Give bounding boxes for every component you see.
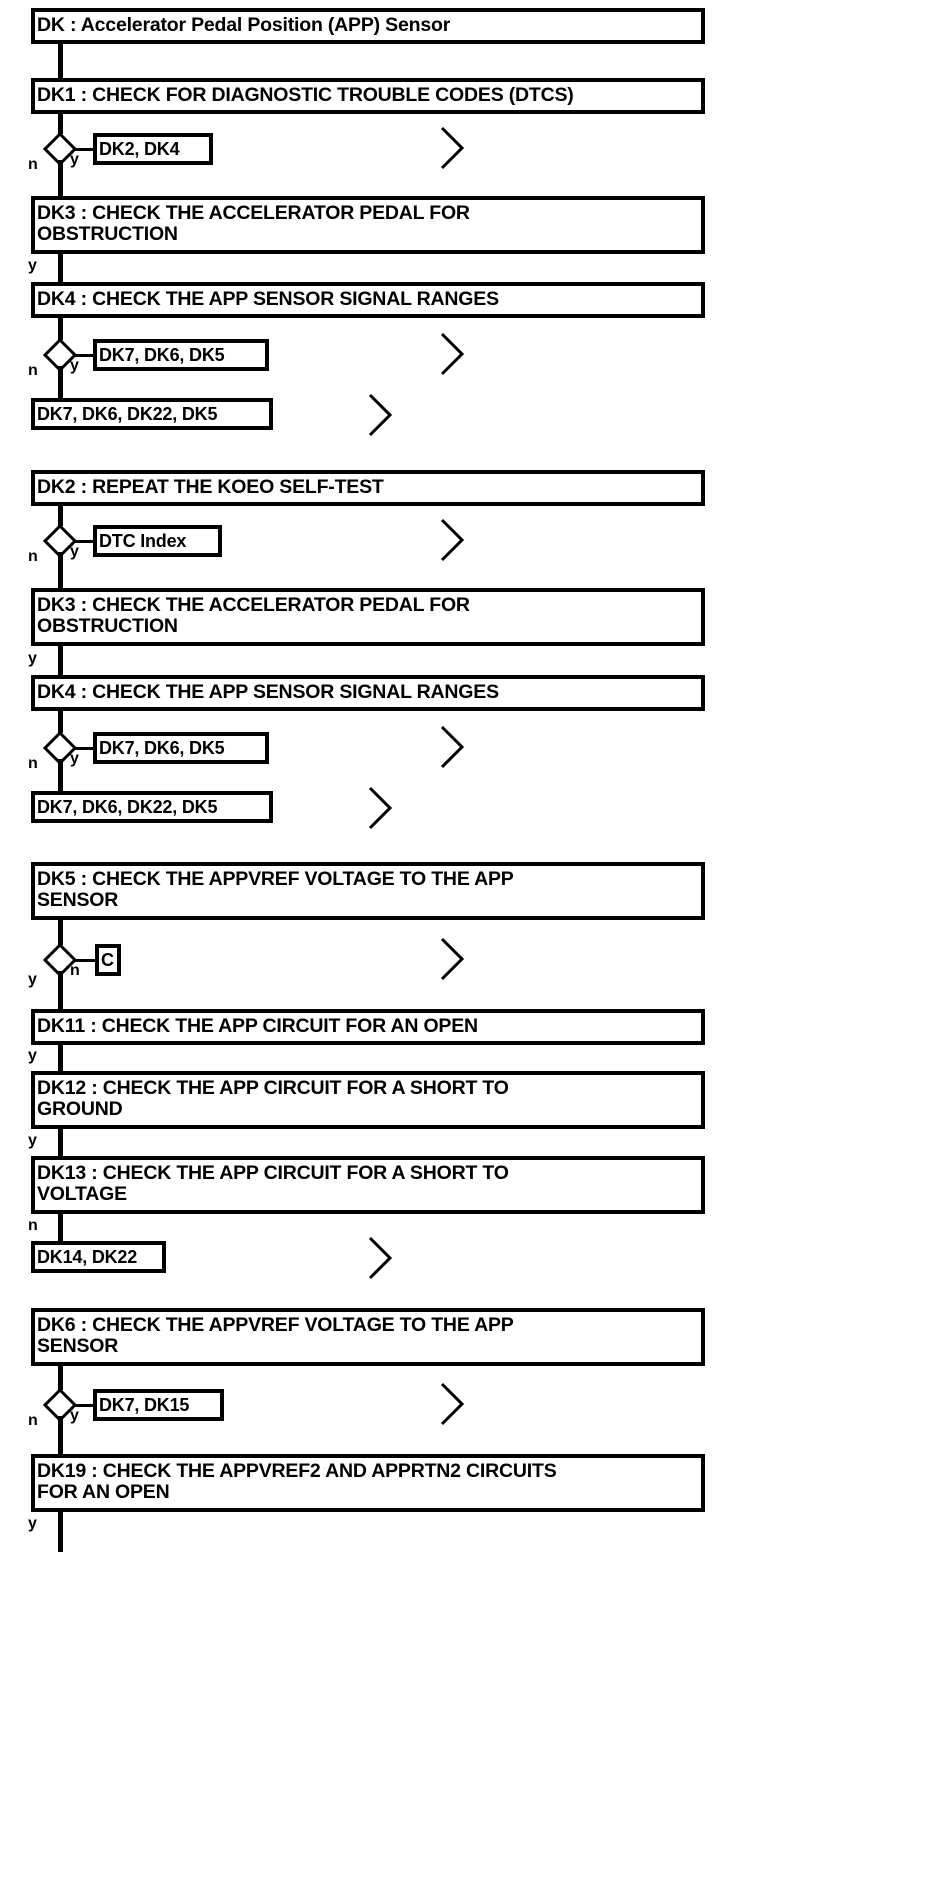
ref-label-dk2-dk4: DK2, DK4 [99, 139, 180, 159]
offpage-chevron-1 [434, 125, 470, 171]
step-box-dk1: DK1 : CHECK FOR DIAGNOSTIC TROUBLE CODES… [31, 78, 705, 114]
connector-dk4b-yes [75, 747, 95, 750]
offpage-chevron-6 [362, 785, 398, 831]
connector-dk5-decision [58, 920, 63, 945]
step-label-dk11: DK11 : CHECK THE APP CIRCUIT FOR AN OPEN [37, 1015, 478, 1037]
edge-label-dk2-yes: y [70, 543, 79, 560]
connector-dk5-no [75, 959, 97, 962]
edge-label-dk3b-yes: y [28, 650, 37, 667]
connector-dk6-yes [75, 1404, 95, 1407]
edge-label-dk4a-yes: y [70, 357, 79, 374]
edge-label-dk11-yes: y [28, 1047, 37, 1064]
edge-label-dk19-yes: y [28, 1515, 37, 1532]
ref-box-dk7-dk6-dk5-b: DK7, DK6, DK5 [93, 732, 269, 764]
step-label-dk3-a: DK3 : CHECK THE ACCELERATOR PEDAL FOR OB… [37, 202, 470, 245]
step-label-dk5: DK5 : CHECK THE APPVREF VOLTAGE TO THE A… [37, 868, 514, 911]
ref-label-dk7-dk15: DK7, DK15 [99, 1395, 190, 1415]
step-box-dk19: DK19 : CHECK THE APPVREF2 AND APPRTN2 CI… [31, 1454, 705, 1512]
edge-label-dk5-yes: y [28, 971, 37, 988]
connector-title-dk1 [58, 44, 63, 78]
offpage-chevron-5 [434, 724, 470, 770]
step-label-dk19: DK19 : CHECK THE APPVREF2 AND APPRTN2 CI… [37, 1460, 557, 1503]
connector-dk4a-decision [58, 318, 63, 340]
ref-label-dk7-dk6-dk5-a: DK7, DK6, DK5 [99, 345, 225, 365]
ref-label-c: C [101, 950, 114, 970]
connector-dk4a-no [58, 366, 63, 400]
ref-label-dk14-dk22: DK14, DK22 [37, 1247, 138, 1267]
step-box-dk13: DK13 : CHECK THE APP CIRCUIT FOR A SHORT… [31, 1156, 705, 1214]
connector-dk19-out [58, 1512, 63, 1552]
step-box-dk4-a: DK4 : CHECK THE APP SENSOR SIGNAL RANGES [31, 282, 705, 318]
ref-label-dk7-dk6-dk22-dk5-a: DK7, DK6, DK22, DK5 [37, 404, 218, 424]
edge-label-dk6-no: n [28, 1412, 38, 1429]
connector-dk4a-yes [75, 354, 95, 357]
step-label-dk2: DK2 : REPEAT THE KOEO SELF-TEST [37, 476, 384, 498]
connector-dk3a-dk4a [58, 254, 63, 282]
edge-label-dk12-yes: y [28, 1132, 37, 1149]
step-label-dk3-b: DK3 : CHECK THE ACCELERATOR PEDAL FOR OB… [37, 594, 470, 637]
step-label-dk4-a: DK4 : CHECK THE APP SENSOR SIGNAL RANGES [37, 288, 499, 310]
offpage-chevron-8 [362, 1235, 398, 1281]
step-box-dk3-a: DK3 : CHECK THE ACCELERATOR PEDAL FOR OB… [31, 196, 705, 254]
connector-dk2-yes [75, 540, 95, 543]
page-title: DK : Accelerator Pedal Position (APP) Se… [37, 14, 451, 36]
step-box-dk4-b: DK4 : CHECK THE APP SENSOR SIGNAL RANGES [31, 675, 705, 711]
edge-label-dk3a-yes: y [28, 257, 37, 274]
edge-label-dk5-no: n [70, 962, 80, 979]
connector-dk2-no [58, 552, 63, 588]
connector-dk3b-dk4b [58, 646, 63, 675]
connector-dk12-dk13 [58, 1129, 63, 1156]
connector-dk11-dk12 [58, 1045, 63, 1071]
ref-box-dk14-dk22: DK14, DK22 [31, 1241, 166, 1273]
connector-dk6-decision [58, 1366, 63, 1390]
step-box-dk3-b: DK3 : CHECK THE ACCELERATOR PEDAL FOR OB… [31, 588, 705, 646]
connector-dk4b-decision [58, 711, 63, 733]
offpage-chevron-9 [434, 1381, 470, 1427]
flowchart-title-box: DK : Accelerator Pedal Position (APP) Se… [31, 8, 705, 44]
step-box-dk12: DK12 : CHECK THE APP CIRCUIT FOR A SHORT… [31, 1071, 705, 1129]
ref-label-dtc-index: DTC Index [99, 531, 187, 551]
offpage-chevron-2 [434, 331, 470, 377]
edge-label-dk1-yes: y [70, 151, 79, 168]
ref-box-dk7-dk6-dk22-dk5-a: DK7, DK6, DK22, DK5 [31, 398, 273, 430]
ref-box-c: C [95, 944, 121, 976]
connector-dk6-no [58, 1416, 63, 1454]
step-label-dk1: DK1 : CHECK FOR DIAGNOSTIC TROUBLE CODES… [37, 84, 574, 106]
step-box-dk2: DK2 : REPEAT THE KOEO SELF-TEST [31, 470, 705, 506]
connector-dk1-yes [75, 148, 95, 151]
step-label-dk13: DK13 : CHECK THE APP CIRCUIT FOR A SHORT… [37, 1162, 509, 1205]
edge-label-dk2-no: n [28, 548, 38, 565]
connector-dk13-ref [58, 1214, 63, 1243]
ref-box-dk7-dk15: DK7, DK15 [93, 1389, 224, 1421]
edge-label-dk4b-no: n [28, 755, 38, 772]
ref-label-dk7-dk6-dk22-dk5-b: DK7, DK6, DK22, DK5 [37, 797, 218, 817]
step-box-dk5: DK5 : CHECK THE APPVREF VOLTAGE TO THE A… [31, 862, 705, 920]
step-label-dk6: DK6 : CHECK THE APPVREF VOLTAGE TO THE A… [37, 1314, 514, 1357]
step-label-dk4-b: DK4 : CHECK THE APP SENSOR SIGNAL RANGES [37, 681, 499, 703]
connector-dk4b-no [58, 759, 63, 793]
edge-label-dk1-no: n [28, 156, 38, 173]
step-box-dk11: DK11 : CHECK THE APP CIRCUIT FOR AN OPEN [31, 1009, 705, 1045]
offpage-chevron-4 [434, 517, 470, 563]
ref-box-dk7-dk6-dk22-dk5-b: DK7, DK6, DK22, DK5 [31, 791, 273, 823]
step-label-dk12: DK12 : CHECK THE APP CIRCUIT FOR A SHORT… [37, 1077, 509, 1120]
ref-box-dk2-dk4: DK2, DK4 [93, 133, 213, 165]
offpage-chevron-3 [362, 392, 398, 438]
connector-dk1-decision [58, 114, 63, 134]
edge-label-dk6-yes: y [70, 1407, 79, 1424]
edge-label-dk4a-no: n [28, 362, 38, 379]
step-box-dk6: DK6 : CHECK THE APPVREF VOLTAGE TO THE A… [31, 1308, 705, 1366]
connector-dk5-yes [58, 971, 63, 1009]
connector-dk1-no [58, 160, 63, 196]
connector-dk2-decision [58, 506, 63, 526]
offpage-chevron-7 [434, 936, 470, 982]
edge-label-dk4b-yes: y [70, 750, 79, 767]
ref-label-dk7-dk6-dk5-b: DK7, DK6, DK5 [99, 738, 225, 758]
ref-box-dtc-index: DTC Index [93, 525, 222, 557]
ref-box-dk7-dk6-dk5-a: DK7, DK6, DK5 [93, 339, 269, 371]
edge-label-dk13-no: n [28, 1217, 38, 1234]
